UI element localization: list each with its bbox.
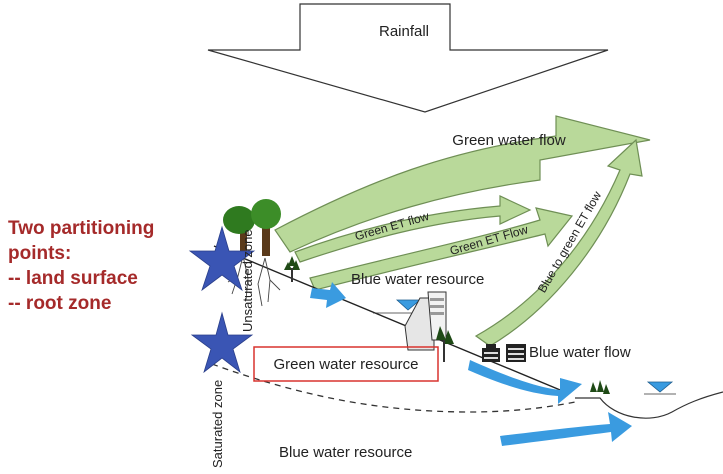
rainfall-label: Rainfall [379, 23, 429, 40]
reservoir-water-marker [395, 299, 422, 311]
factory-icon [482, 344, 526, 362]
saturated-zone-label: Saturated zone [210, 380, 225, 468]
ground-surface-line [213, 245, 566, 393]
blue-water-flow-label: Blue water flow [529, 344, 631, 361]
dam-stripe-icon [430, 298, 444, 301]
callout-line-3: -- land surface [8, 268, 138, 289]
unsaturated-zone-label: Unsaturated zone [240, 229, 255, 332]
green-water-flow-label: Green water flow [452, 132, 566, 149]
dam-stripe-icon [430, 312, 444, 315]
small-tree-icon [284, 256, 300, 282]
land-surface-partition-star [188, 225, 256, 292]
green-et-flow-arrow-2 [309, 207, 574, 291]
small-tree-icon [590, 380, 610, 394]
blue-water-resource-lower-label: Blue water resource [279, 444, 412, 461]
blue-water-arrow-upper [310, 282, 346, 308]
callout-line-2: points: [8, 243, 72, 264]
blue-to-green-et-flow-arrow [474, 138, 643, 347]
river-water-marker [646, 381, 674, 393]
river-channel [575, 391, 723, 419]
green-et-flow-arrow-1 [294, 195, 532, 263]
blue-water-resource-upper-label: Blue water resource [351, 271, 484, 288]
rainfall-arrow [207, 3, 609, 113]
water-table-dashed-line [211, 363, 576, 413]
green-water-resource-highlight-box [253, 346, 439, 382]
dam-stripe-icon [430, 305, 444, 308]
blue-water-arrow-lower [500, 412, 632, 446]
tree-icon [223, 199, 281, 256]
callout-line-4: -- root zone [8, 293, 112, 314]
green-water-resource-label: Green water resource [273, 356, 418, 373]
root-zone-partition-star [190, 311, 254, 374]
green-water-flow-arrow [274, 115, 651, 253]
partitioning-points-callout: Two partitioning points: -- land surface… [8, 216, 198, 316]
blue-water-flow-arrow [468, 360, 582, 404]
callout-line-1: Two partitioning [8, 218, 155, 239]
small-tree-icon [436, 326, 454, 362]
